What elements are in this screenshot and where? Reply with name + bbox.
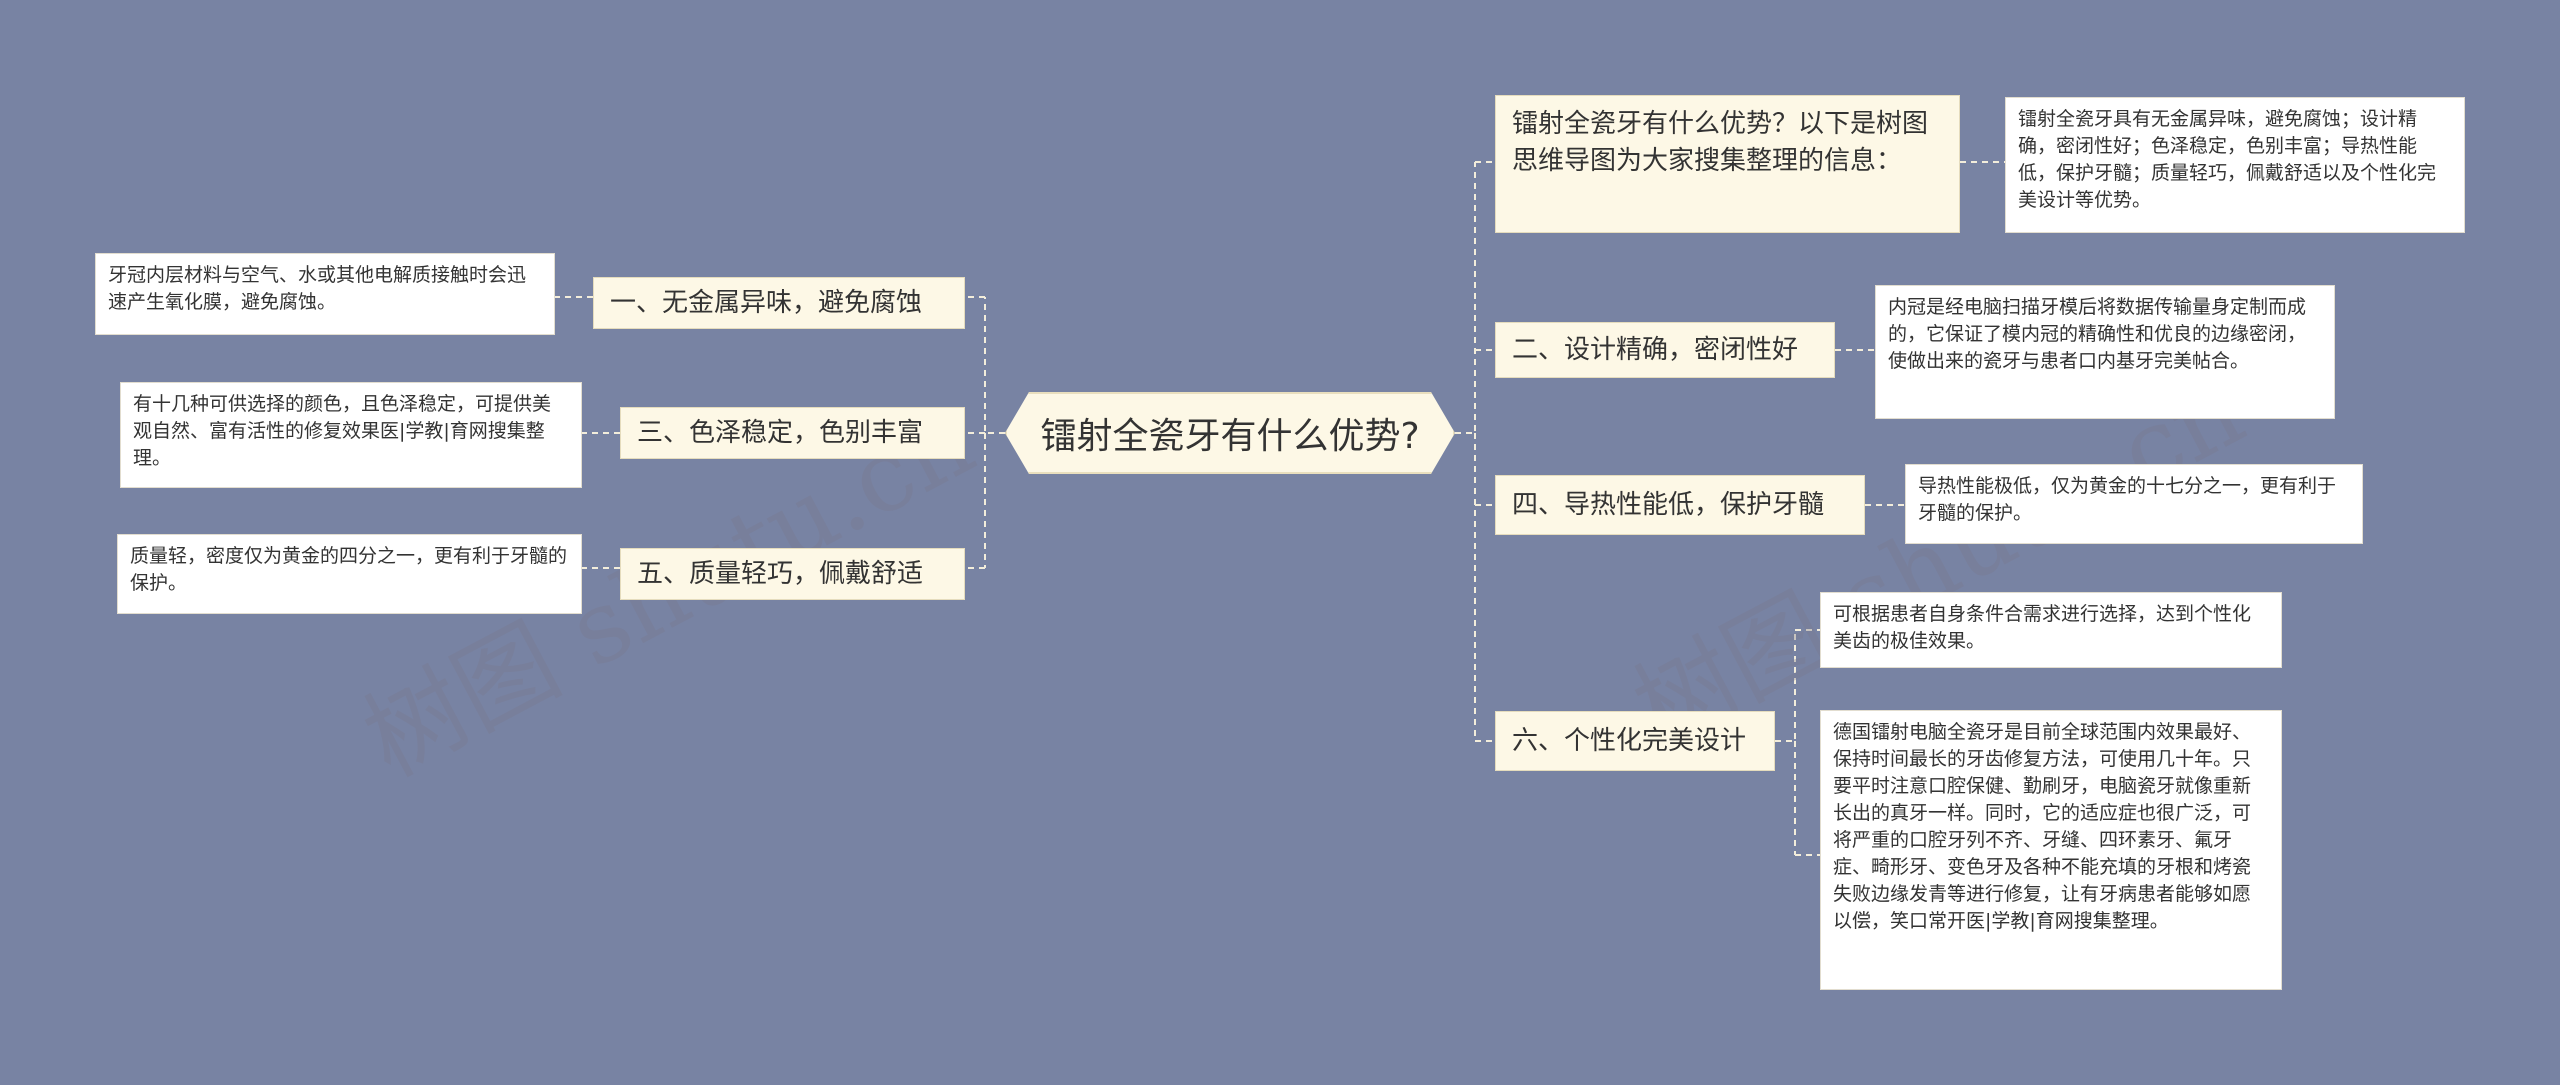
detail-precise-design: 内冠是经电脑扫描牙模后将数据传输量身定制而成的，它保证了模内冠的精确性和优良的边… xyxy=(1875,285,2335,419)
detail-no-metal-odor: 牙冠内层材料与空气、水或其他电解质接触时会迅速产生氧化膜，避免腐蚀。 xyxy=(95,253,555,335)
branch-no-metal-odor[interactable]: 一、无金属异味，避免腐蚀 xyxy=(593,277,965,329)
branch-lightweight[interactable]: 五、质量轻巧，佩戴舒适 xyxy=(620,548,965,600)
branch-low-thermal[interactable]: 四、导热性能低，保护牙髓 xyxy=(1495,475,1865,535)
branch-personalized[interactable]: 六、个性化完美设计 xyxy=(1495,711,1775,771)
connector-root-left xyxy=(965,296,1005,569)
detail-personalized-1: 可根据患者自身条件合需求进行选择，达到个性化美齿的极佳效果。 xyxy=(1820,592,2282,668)
branch-intro[interactable]: 镭射全瓷牙有什么优势？以下是树图思维导图为大家搜集整理的信息： xyxy=(1495,95,1960,233)
root-topic[interactable]: 镭射全瓷牙有什么优势? xyxy=(1005,392,1455,474)
detail-low-thermal: 导热性能极低，仅为黄金的十七分之一，更有利于牙髓的保护。 xyxy=(1905,464,2363,544)
detail-lightweight: 质量轻，密度仅为黄金的四分之一，更有利于牙髓的保护。 xyxy=(117,534,582,614)
branch-precise-design[interactable]: 二、设计精确，密闭性好 xyxy=(1495,322,1835,378)
detail-intro: 镭射全瓷牙具有无金属异味，避免腐蚀；设计精确，密闭性好；色泽稳定，色别丰富；导热… xyxy=(2005,97,2465,233)
connector-root-right xyxy=(1455,161,1495,742)
detail-personalized-2: 德国镭射电脑全瓷牙是目前全球范围内效果最好、保持时间最长的牙齿修复方法，可使用几… xyxy=(1820,710,2282,990)
branch-color-stable[interactable]: 三、色泽稳定，色别丰富 xyxy=(620,407,965,459)
detail-color-stable: 有十几种可供选择的颜色，且色泽稳定，可提供美观自然、富有活性的修复效果医|学教|… xyxy=(120,382,582,488)
connector-right-6 xyxy=(1775,629,1820,856)
